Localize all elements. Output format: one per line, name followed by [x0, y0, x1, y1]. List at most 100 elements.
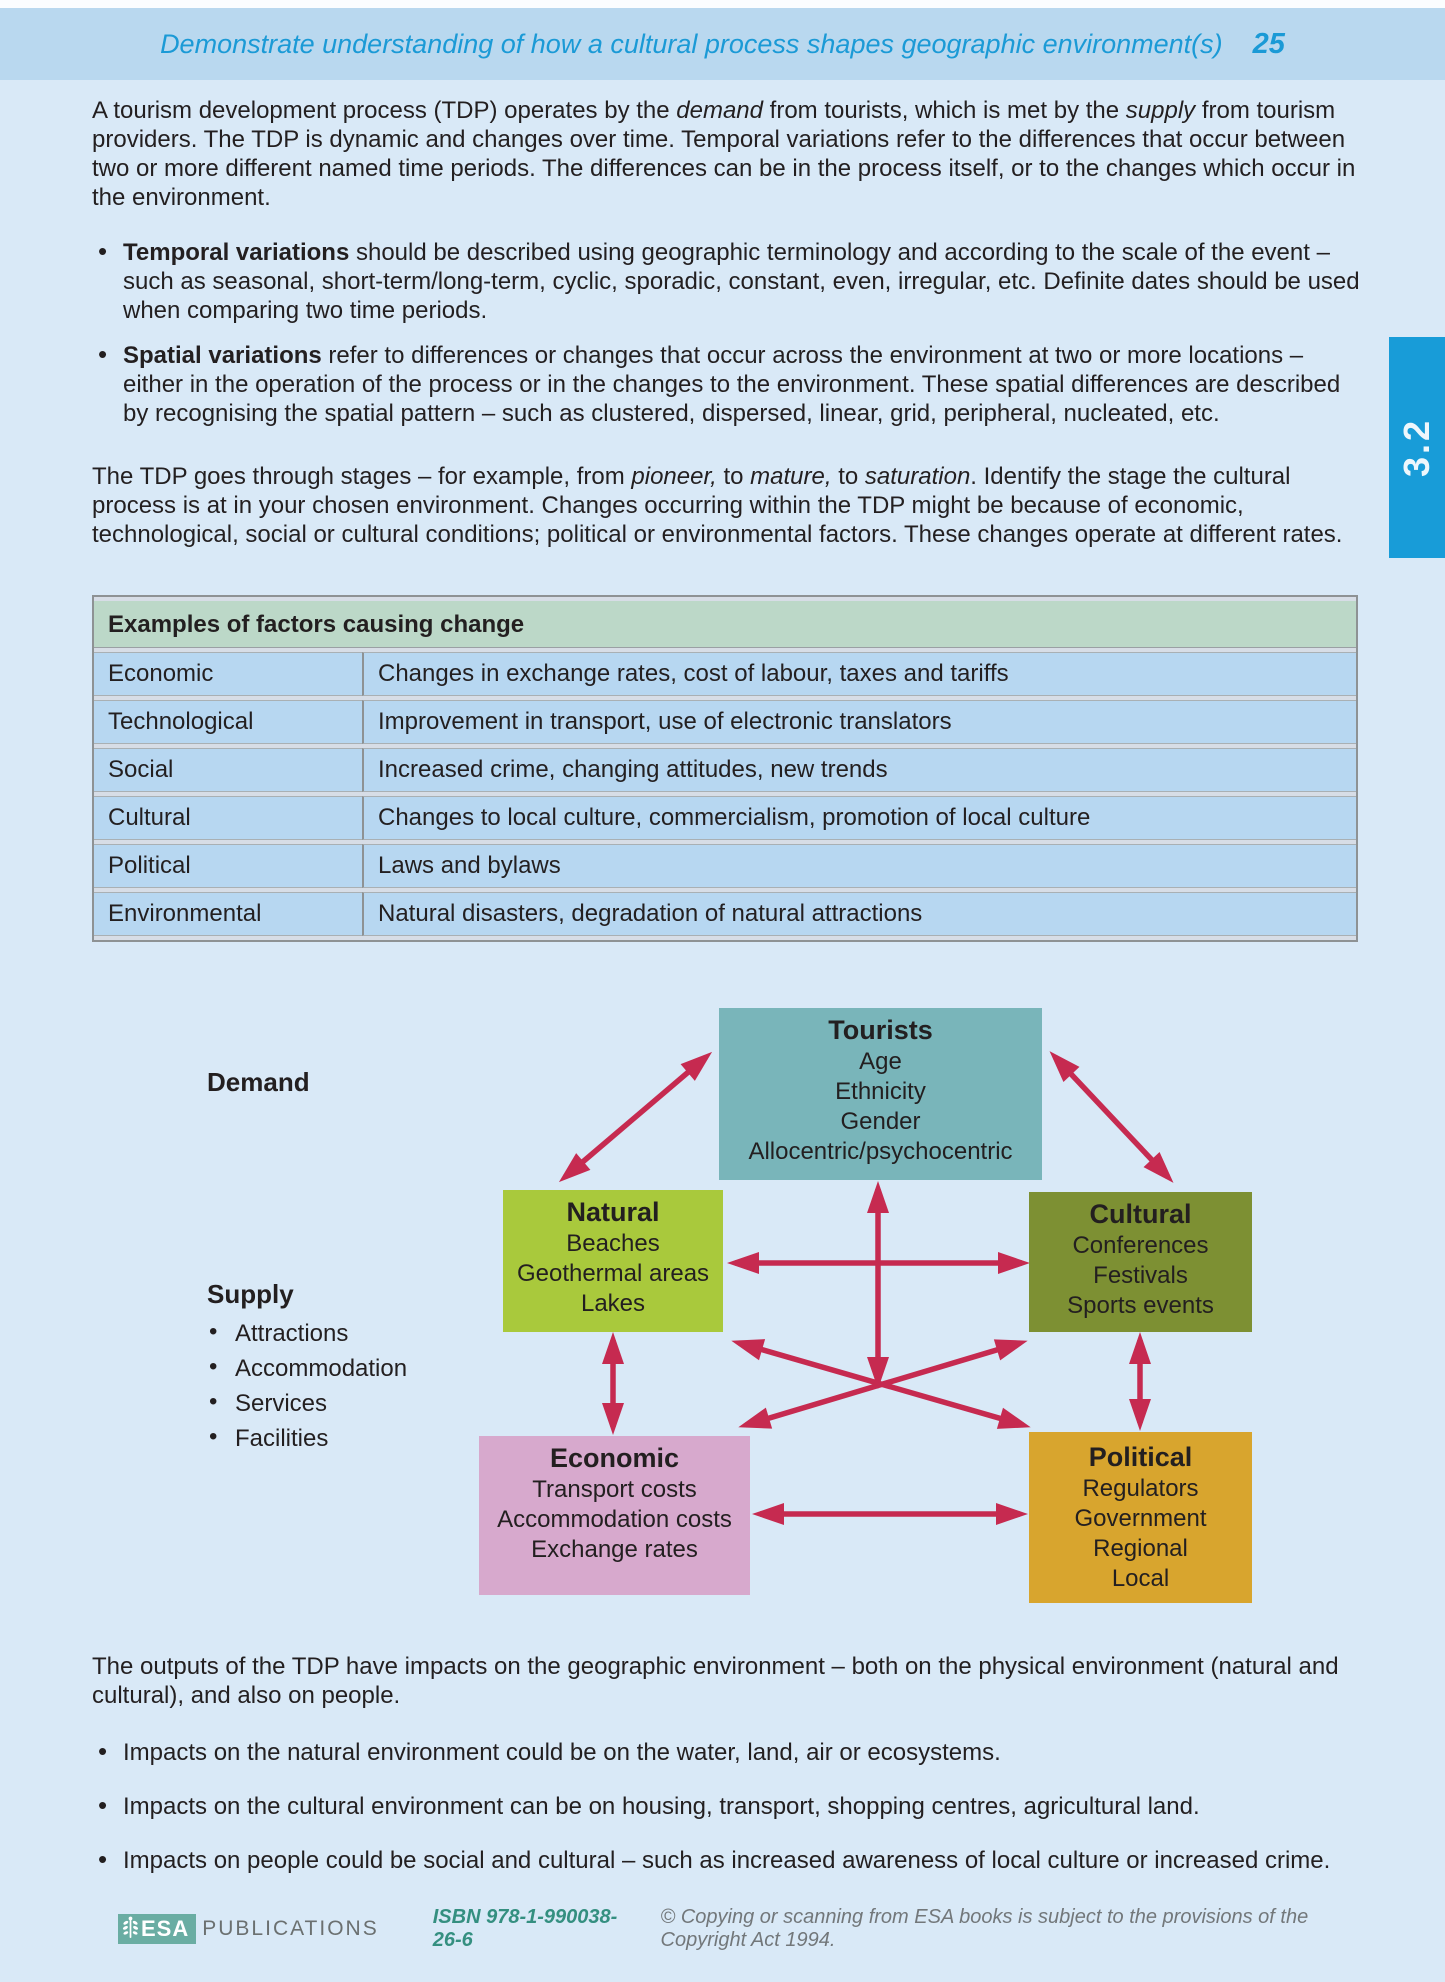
- examples-cell: Natural disasters, degradation of natura…: [362, 892, 1356, 936]
- box-line: Ethnicity: [835, 1078, 926, 1105]
- isbn-text: ISBN 978-1-990038-26-6: [432, 1906, 618, 1951]
- factor-cell: Cultural: [94, 796, 362, 840]
- diagram-box-natural: Natural Beaches Geothermal areas Lakes: [503, 1190, 723, 1332]
- esa-tree-icon: [122, 1916, 139, 1943]
- page-number: 25: [1252, 27, 1285, 60]
- bullet-lead: Temporal variations: [123, 239, 350, 266]
- supply-label: Supply: [207, 1279, 294, 1309]
- supply-item: Services: [207, 1388, 407, 1418]
- bullet-text: should be described using geographic ter…: [123, 239, 1360, 324]
- examples-cell: Laws and bylaws: [362, 844, 1356, 888]
- copyright-notice: © Copying or scanning from ESA books is …: [660, 1906, 1309, 1951]
- factor-cell: Social: [94, 748, 362, 792]
- demand-label: Demand: [207, 1067, 310, 1097]
- factors-table: Examples of factors causing change Econo…: [92, 595, 1358, 942]
- table-title: Examples of factors causing change: [94, 601, 1356, 648]
- box-line: Beaches: [566, 1230, 660, 1257]
- box-line: Local: [1111, 1565, 1170, 1592]
- outputs-paragraph: The outputs of the TDP have impacts on t…: [92, 1653, 1339, 1709]
- flow-arrows: [558, 1051, 1174, 1525]
- bullet-text: refer to differences or changes that occ…: [123, 342, 1341, 427]
- section-tab-label: 3.2: [1396, 417, 1437, 478]
- box-line: Exchange rates: [531, 1536, 698, 1563]
- diagram-box-tourists: Tourists Age Ethnicity Gender Allocentri…: [719, 1008, 1042, 1180]
- intro-italic-supply: supply: [1125, 97, 1196, 124]
- bullet-lead: Spatial variations: [123, 342, 322, 369]
- esa-logo-text: ESA: [141, 1916, 190, 1941]
- stages-text: The TDP goes through stages – for exampl…: [92, 463, 632, 490]
- examples-cell: Increased crime, changing attitudes, new…: [362, 748, 1356, 792]
- table-header-row: Examples of factors causing change: [94, 601, 1356, 648]
- page-title: Demonstrate understanding of how a cultu…: [160, 28, 1223, 59]
- arrow-cultural-economic: [738, 1339, 1028, 1429]
- box-line: Festivals: [1093, 1262, 1188, 1289]
- box-line: Regulators: [1082, 1475, 1199, 1502]
- box-line: Regional: [1093, 1535, 1188, 1562]
- box-line: Age: [859, 1048, 902, 1075]
- supply-item: Attractions: [207, 1318, 407, 1348]
- list-item-temporal: Temporal variations should be described …: [92, 237, 1360, 325]
- variations-bullet-list: Temporal variations should be described …: [92, 237, 1360, 428]
- list-item-impact: Impacts on the cultural environment can …: [92, 1791, 1360, 1821]
- box-line: Sports events: [1067, 1292, 1214, 1319]
- box-line: Conferences: [1072, 1232, 1209, 1259]
- box-title: Cultural: [1089, 1199, 1192, 1229]
- intro-text: from tourists, which is met by the: [763, 97, 1126, 124]
- box-line: Gender: [840, 1108, 921, 1135]
- list-item-spatial: Spatial variations refer to differences …: [92, 340, 1360, 428]
- factor-cell: Political: [94, 844, 362, 888]
- bullet-text: Impacts on the cultural environment can …: [123, 1793, 1200, 1820]
- list-item-impact: Impacts on people could be social and cu…: [92, 1845, 1360, 1875]
- stages-italic-saturation: saturation: [864, 463, 971, 490]
- intro-italic-demand: demand: [676, 97, 763, 124]
- stages-paragraph: The TDP goes through stages – for exampl…: [92, 462, 1360, 549]
- intro-text: from tourism providers. The TDP is dynam…: [92, 97, 1356, 211]
- box-line: Geothermal areas: [516, 1260, 710, 1287]
- stages-text: . Identify the stage the cultural proces…: [92, 463, 1343, 548]
- examples-cell: Changes in exchange rates, cost of labou…: [362, 652, 1356, 696]
- page-footer: ESA PUBLICATIONS ISBN 978-1-990038-26-6 …: [118, 1906, 1353, 1952]
- box-title: Tourists: [828, 1015, 933, 1045]
- box-line: Lakes: [580, 1290, 646, 1317]
- stages-italic-pioneer: pioneer,: [631, 463, 717, 490]
- examples-cell: Improvement in transport, use of electro…: [362, 700, 1356, 744]
- page-header-band: Demonstrate understanding of how a cultu…: [0, 8, 1445, 80]
- supply-item: Facilities: [207, 1423, 407, 1453]
- box-title: Political: [1088, 1442, 1193, 1472]
- diagram-box-cultural: Cultural Conferences Festivals Sports ev…: [1029, 1192, 1252, 1332]
- examples-cell: Changes to local culture, commercialism,…: [362, 796, 1356, 840]
- page-edge-strip: [0, 0, 1445, 8]
- factor-cell: Environmental: [94, 892, 362, 936]
- supply-block: Supply Attractions Accommodation Service…: [207, 1279, 407, 1460]
- publisher-name: PUBLICATIONS: [202, 1917, 379, 1940]
- intro-text: A tourism development process (TDP) oper…: [92, 97, 677, 124]
- arrow-tourists-natural: [558, 1051, 713, 1183]
- arrow-tourists-cultural: [1049, 1051, 1174, 1183]
- box-line: Accommodation costs: [497, 1506, 732, 1533]
- impacts-bullet-list: Impacts on the natural environment could…: [92, 1737, 1360, 1875]
- box-line: Allocentric/psychocentric: [748, 1138, 1013, 1165]
- box-line: Government: [1074, 1505, 1207, 1532]
- esa-logo: ESA: [118, 1914, 197, 1944]
- bottom-text-block: The outputs of the TDP have impacts on t…: [92, 1652, 1360, 1900]
- bullet-text: Impacts on the natural environment could…: [123, 1739, 1001, 1766]
- section-tab-3-2: 3.2: [1389, 337, 1445, 558]
- diagram-box-political: Political Regulators Government Regional…: [1029, 1432, 1252, 1603]
- bullet-text: Impacts on people could be social and cu…: [123, 1847, 1331, 1874]
- box-title: Economic: [549, 1443, 680, 1473]
- diagram-box-economic: Economic Transport costs Accommodation c…: [479, 1436, 750, 1595]
- factor-cell: Economic: [94, 652, 362, 696]
- list-item-impact: Impacts on the natural environment could…: [92, 1737, 1360, 1767]
- intro-paragraph: A tourism development process (TDP) oper…: [92, 96, 1360, 212]
- stages-text: to: [716, 463, 751, 490]
- factor-cell: Technological: [94, 700, 362, 744]
- supply-item: Accommodation: [207, 1353, 407, 1383]
- top-text-block: A tourism development process (TDP) oper…: [92, 96, 1360, 942]
- box-title: Natural: [566, 1197, 660, 1227]
